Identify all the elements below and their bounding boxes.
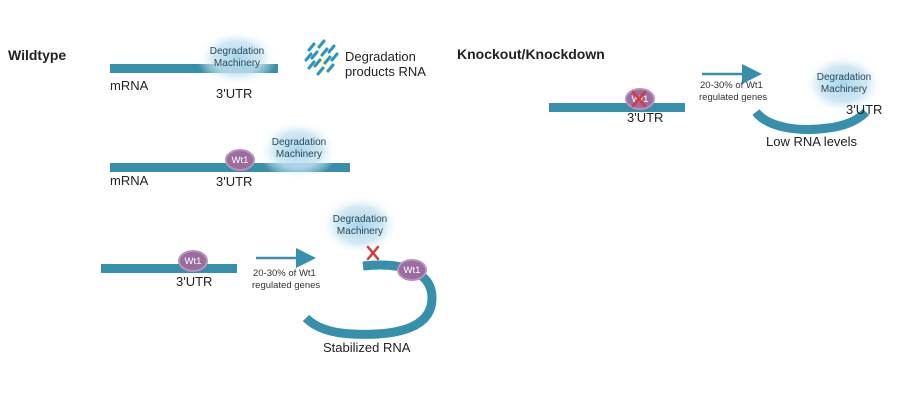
utr-label: 3'UTR — [846, 102, 882, 117]
wildtype-row-2: Wt1 Degradation Machinery mRNA 3'UTR — [110, 120, 350, 189]
mrna-label: mRNA — [110, 173, 149, 188]
wildtype-header: Wildtype — [8, 47, 66, 63]
machinery-label-2: Machinery — [821, 84, 867, 95]
regulated-label-2: regulated genes — [699, 92, 767, 103]
wildtype-row-3: Wt1 3'UTR 20-30% of Wt1 regulated genes … — [101, 195, 437, 355]
products-glow — [299, 38, 347, 86]
low-rna-label: Low RNA levels — [766, 134, 858, 149]
blocked-x-icon — [366, 245, 380, 261]
degradation-products-icon — [304, 39, 339, 76]
degradation-machinery — [197, 30, 277, 86]
mrna-strand — [110, 64, 278, 73]
machinery-label-2: Machinery — [214, 58, 260, 69]
regulated-label-2: regulated genes — [252, 280, 320, 291]
wt1-protein — [225, 149, 255, 171]
wt1-label: Wt1 — [185, 256, 202, 267]
machinery-label-1: Degradation — [210, 46, 264, 57]
wildtype-row-1: Degradation Machinery mRNA 3'UTR Degrada… — [110, 30, 426, 101]
machinery-label-2: Machinery — [337, 226, 383, 237]
degradation-machinery — [258, 120, 338, 180]
regulated-label-1: 20-30% of Wt1 — [700, 80, 763, 91]
products-label-2: products RNA — [345, 64, 426, 79]
degrading-rna-strand — [752, 108, 870, 134]
knockout-x-icon — [631, 90, 647, 108]
utr-label: 3'UTR — [216, 174, 252, 189]
machinery-label-1: Degradation — [272, 137, 326, 148]
mrna-strand — [549, 103, 685, 112]
stabilized-rna-label: Stabilized RNA — [323, 340, 411, 355]
utr-label: 3'UTR — [627, 110, 663, 125]
mrna-strand — [101, 264, 237, 273]
utr-label: 3'UTR — [216, 86, 252, 101]
mrna-label: mRNA — [110, 78, 149, 93]
utr-label: 3'UTR — [176, 274, 212, 289]
degradation-machinery — [803, 54, 883, 114]
wt1-label: Wt1 — [404, 265, 421, 276]
wt1-protein — [178, 250, 208, 272]
machinery-label-1: Degradation — [333, 214, 387, 225]
machinery-label-1: Degradation — [817, 72, 871, 83]
machinery-label-2: Machinery — [276, 149, 322, 160]
wt1-protein — [397, 259, 427, 281]
knockout-row: Wt1 3'UTR 20-30% of Wt1 regulated genes … — [549, 54, 883, 149]
regulated-label-1: 20-30% of Wt1 — [253, 268, 316, 279]
wt1-label: Wt1 — [232, 155, 249, 166]
knockout-header: Knockout/Knockdown — [457, 46, 605, 62]
degradation-machinery — [320, 195, 400, 255]
products-label-1: Degradation — [345, 49, 416, 64]
